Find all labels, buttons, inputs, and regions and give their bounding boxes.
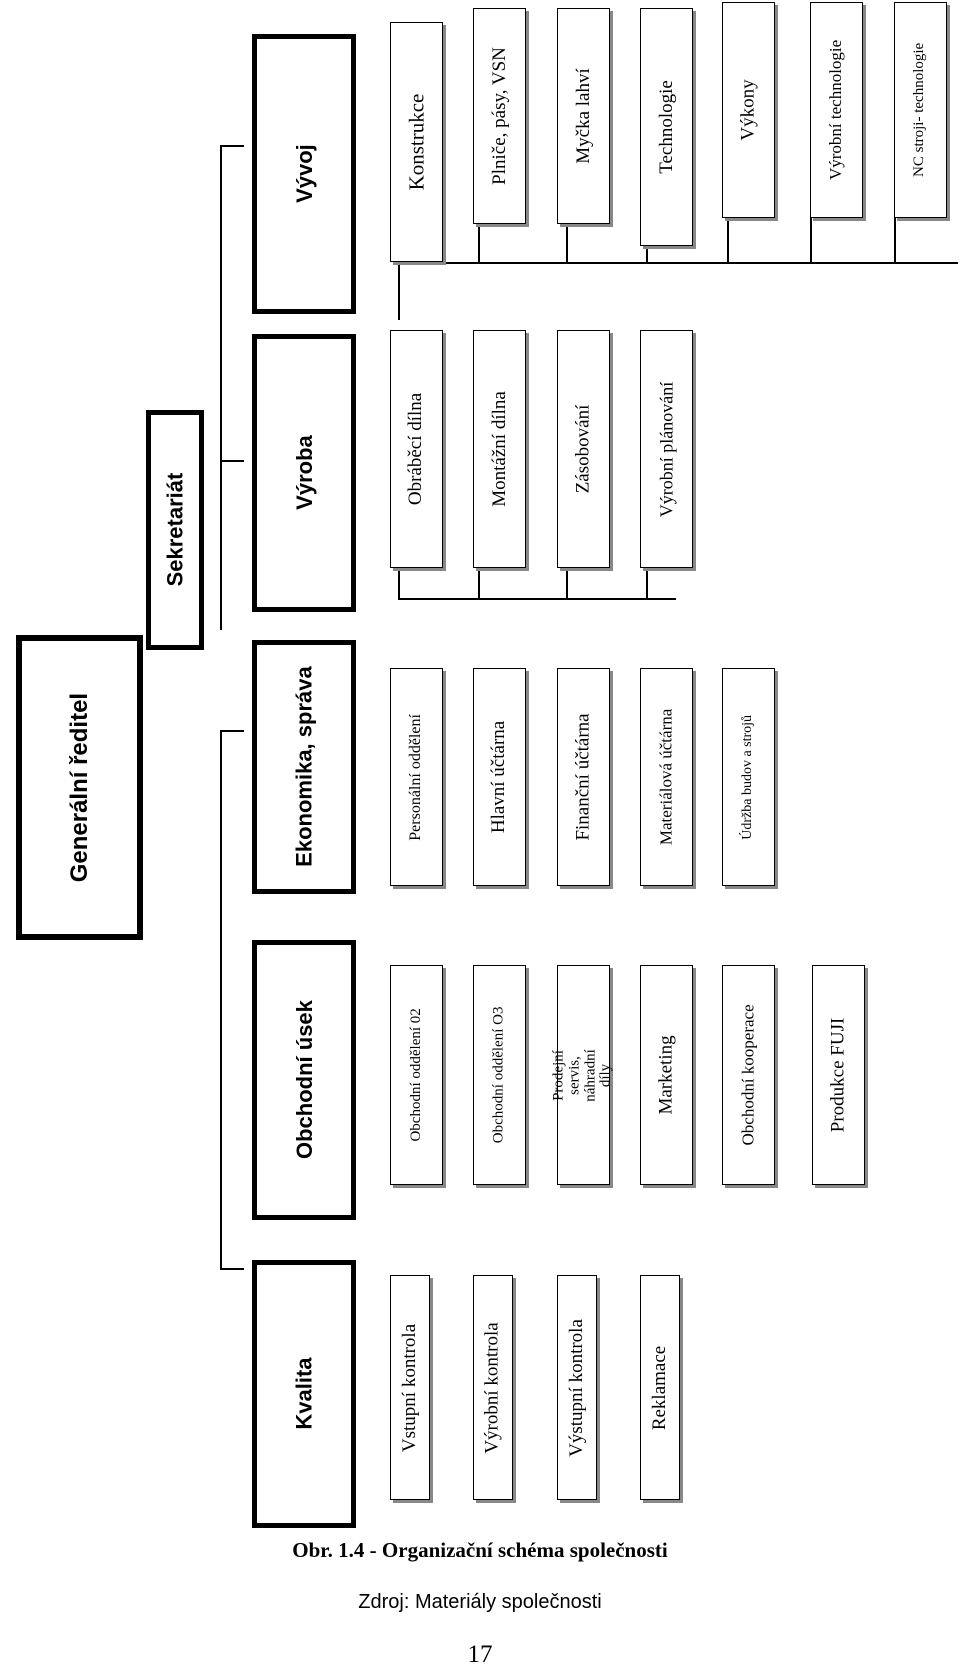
unit-label: Obchodní oddělení O3 [490, 1006, 507, 1144]
unit-label: Obráběcí dílna [405, 392, 427, 506]
connector-line [398, 598, 676, 600]
unit-label: Hlavní účtárna [488, 720, 510, 834]
unit-box: Výrobní plánování [640, 330, 693, 568]
unit-label: Výstupní kontrola [566, 1318, 588, 1457]
division-head-ekonomika-sprava: Ekonomika, správa [252, 640, 356, 894]
unit-box: Plniče, pásy, VSN [473, 8, 526, 224]
unit-box: Výrobní technologie [810, 2, 863, 218]
unit-box: Vstupní kontrola [390, 1275, 430, 1500]
connector-line [566, 224, 568, 264]
division-head-label: Kvalita [291, 1357, 317, 1431]
connector-line [810, 218, 812, 264]
division-head-label: Ekonomika, správa [291, 666, 317, 868]
unit-label: Konstrukce [404, 93, 429, 191]
general-director-box: Generální ředitel [16, 635, 143, 940]
unit-label: Údržba budov a strojů [740, 714, 756, 840]
unit-label: Personální oddělení [407, 713, 425, 841]
unit-box: Marketing [640, 965, 693, 1185]
unit-box: Údržba budov a strojů [722, 668, 775, 886]
unit-box: Myčka lahví [557, 8, 610, 224]
division-head-label: Výroba [291, 435, 317, 511]
connector-line [220, 1268, 244, 1270]
unit-label: Prodejní servis, náhradní díly [551, 1048, 615, 1102]
connector-line [646, 246, 648, 264]
unit-box: Obráběcí dílna [390, 330, 443, 568]
unit-box: Obchodní oddělení O3 [473, 965, 526, 1185]
unit-box: Montážní dílna [473, 330, 526, 568]
unit-label: Obchodní kooperace [738, 1004, 758, 1146]
unit-label: Montážní dílna [488, 391, 510, 507]
unit-label: Vstupní kontrola [399, 1323, 421, 1452]
connector-line [398, 262, 958, 264]
unit-label: Výkony [737, 79, 759, 141]
secretariat-label: Sekretariát [162, 473, 188, 587]
org-chart: Generální ředitel Sekretariát Kvalita Ob… [16, 2, 958, 1528]
unit-box: Konstrukce [390, 22, 443, 262]
unit-box: Reklamace [640, 1275, 680, 1500]
unit-box: Obchodní oddělení 02 [390, 965, 443, 1185]
unit-label: Výrobní kontrola [482, 1321, 504, 1454]
unit-label: Výrobní technologie [826, 39, 846, 181]
unit-box: Finanční účtárna [557, 668, 610, 886]
unit-label: NC stroji- technologie [911, 42, 928, 178]
figure-source: Zdroj: Materiály společnosti [358, 1591, 602, 1613]
connector-line [220, 730, 244, 732]
connector-line [478, 224, 480, 264]
unit-label: Marketing [655, 1035, 677, 1115]
unit-box: Výrobní kontrola [473, 1275, 513, 1500]
unit-box: Obchodní kooperace [722, 965, 775, 1185]
unit-box: Materiálová účtárna [640, 668, 693, 886]
unit-box: NC stroji- technologie [894, 2, 947, 218]
division-head-label: Vývoj [291, 144, 317, 204]
connector-line [220, 145, 222, 630]
connector-line [220, 145, 244, 147]
unit-box: Zásobování [557, 330, 610, 568]
unit-box: Výkony [722, 2, 775, 218]
unit-label: Myčka lahví [572, 68, 594, 164]
connector-line [894, 218, 896, 264]
unit-box: Hlavní účtárna [473, 668, 526, 886]
division-head-label: Obchodní úsek [291, 1000, 317, 1160]
unit-box: Produkce FUJI [812, 965, 865, 1185]
unit-box: Technologie [640, 8, 693, 246]
unit-label: Výrobní plánování [656, 381, 677, 517]
connector-line [646, 570, 648, 600]
connector-line [566, 570, 568, 600]
division-head-obchodni-usek: Obchodní úsek [252, 940, 356, 1220]
page-number: 17 [467, 1641, 493, 1668]
division-head-kvalita: Kvalita [252, 1260, 356, 1528]
unit-label: Technologie [655, 80, 677, 174]
secretariat-box: Sekretariát [146, 410, 204, 650]
connector-line [220, 730, 222, 1270]
division-head-vyvoj: Vývoj [252, 34, 356, 314]
unit-label: Finanční účtárna [572, 713, 594, 841]
unit-label: Materiálová účtárna [656, 708, 676, 846]
connector-line [220, 460, 244, 462]
unit-label: Reklamace [649, 1345, 671, 1430]
unit-label: Obchodní oddělení 02 [407, 1008, 424, 1142]
unit-box: Prodejní servis, náhradní díly [551, 965, 614, 1185]
unit-box: Personální oddělení [390, 668, 443, 886]
unit-box: Výstupní kontrola [557, 1275, 597, 1500]
connector-line [727, 218, 729, 264]
unit-label: Produkce FUJI [827, 1017, 849, 1133]
connector-line [398, 262, 400, 320]
unit-label: Zásobování [572, 404, 594, 494]
unit-label: Plniče, pásy, VSN [488, 47, 510, 185]
general-director-label: Generální ředitel [65, 692, 93, 883]
connector-line [478, 570, 480, 600]
division-head-vyroba: Výroba [252, 334, 356, 612]
connector-line [398, 570, 400, 600]
figure-caption: Obr. 1.4 - Organizační schéma společnost… [292, 1538, 668, 1562]
